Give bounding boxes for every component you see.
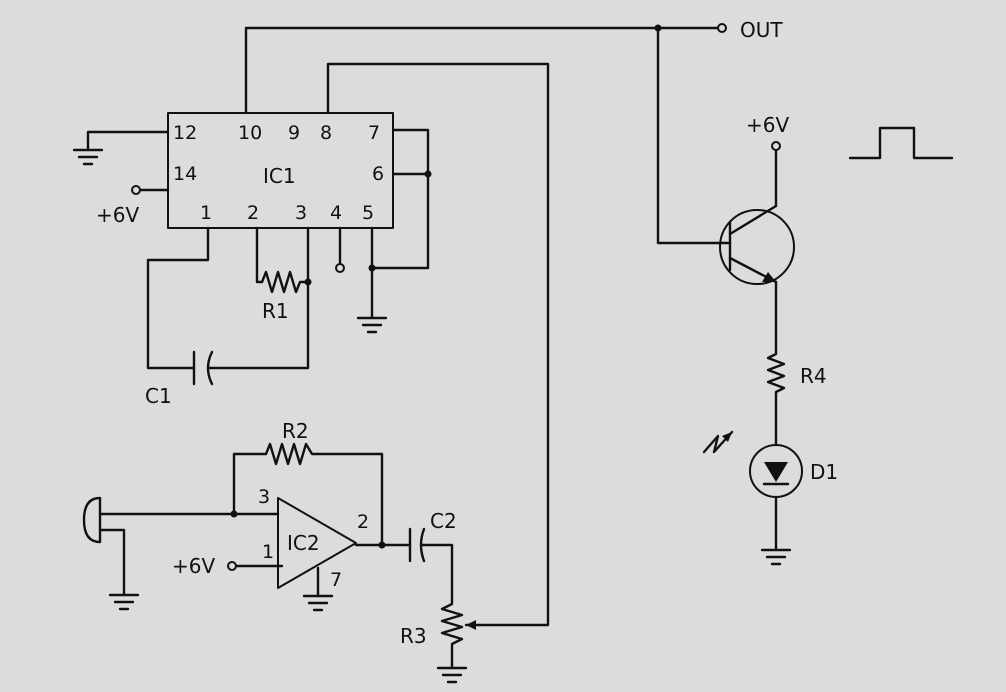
microphone: [82, 496, 280, 611]
ic2-label: IC2: [287, 531, 320, 555]
resistor-r1-icon: [255, 226, 310, 294]
ic1-pin-4: 4: [330, 202, 342, 224]
ic1-pin-10: 10: [238, 122, 262, 144]
ic1-pin-14: 14: [173, 163, 197, 185]
ic2-pin-7: 7: [330, 569, 342, 591]
ic2-vcc-label: +6V: [172, 554, 215, 578]
ic1-pins-7-6-5: [356, 128, 432, 334]
resistor-r4-icon: [766, 280, 786, 447]
ic1-vcc: +6V: [96, 185, 170, 227]
d1-label: D1: [810, 460, 838, 484]
ic1-pin-6: 6: [372, 163, 384, 185]
ground-icon: [436, 666, 468, 684]
ic1-pin4: [335, 226, 345, 273]
r4: R4: [766, 280, 827, 447]
junction-dot: [230, 510, 238, 518]
r3: R3: [400, 596, 468, 684]
ic1: IC1 12 10 9 8 7 14 6 1 2 3 4 5: [167, 112, 394, 229]
ic1-pin-8: 8: [320, 122, 332, 144]
r3-label: R3: [400, 624, 427, 648]
ic1-vcc-label: +6V: [96, 203, 139, 227]
ic1-pin-1: 1: [200, 202, 212, 224]
transistor-vcc-label: +6V: [746, 113, 789, 137]
ic2-pin-1: 1: [262, 541, 274, 563]
ground-icon: [760, 548, 792, 566]
out-terminal-icon: [717, 23, 727, 33]
r1: R1: [255, 226, 312, 323]
r2: R2: [230, 419, 384, 547]
emitter-arrow-icon: [762, 272, 776, 282]
ic1-pin-2: 2: [247, 202, 259, 224]
light-emission-icon: [702, 430, 734, 454]
terminal-icon: [131, 185, 141, 195]
junction-dot: [368, 264, 376, 272]
ic1-label: IC1: [263, 164, 296, 188]
r2-label: R2: [282, 419, 309, 443]
r1-label: R1: [262, 299, 289, 323]
ic1-pin-7: 7: [368, 122, 380, 144]
terminal-icon: [335, 263, 345, 273]
ground-icon: [108, 593, 140, 611]
d1: D1: [702, 430, 838, 566]
ic2-pin-3: 3: [258, 486, 270, 508]
npn-transistor-icon: [719, 209, 795, 285]
transistor-stage: +6V: [656, 26, 795, 285]
microphone-icon: [82, 496, 102, 544]
ic2-pin-2: 2: [357, 511, 369, 533]
ic1-pin-5: 5: [362, 202, 374, 224]
ic1-pin12-ground: [72, 130, 170, 166]
wiper-arrow-icon: [466, 620, 476, 630]
junction-dot: [424, 170, 432, 178]
ic1-pin-3: 3: [295, 202, 307, 224]
terminal-icon: [771, 141, 781, 151]
c2: C2: [354, 509, 457, 600]
ic1-body: [167, 112, 394, 229]
c2-label: C2: [430, 509, 457, 533]
ground-icon: [356, 316, 388, 334]
resistor-r2-icon: [232, 442, 384, 547]
ic1-pin-12: 12: [173, 122, 197, 144]
c1: C1: [145, 226, 310, 408]
ic2-vcc: +6V: [172, 554, 334, 612]
pin8-to-r3: [326, 62, 550, 630]
out-bus: OUT: [244, 18, 783, 115]
potentiometer-r3-icon: [440, 596, 464, 670]
r4-label: R4: [800, 364, 827, 388]
opamp-ic2-icon: [277, 497, 357, 589]
ground-icon: [302, 594, 334, 612]
ground-icon: [72, 148, 104, 166]
ic2: IC2 3 2 1 7: [258, 486, 369, 591]
ic1-pin-9: 9: [288, 122, 300, 144]
out-label: OUT: [740, 18, 783, 42]
pulse-waveform-icon: [848, 126, 954, 160]
c1-label: C1: [145, 384, 172, 408]
